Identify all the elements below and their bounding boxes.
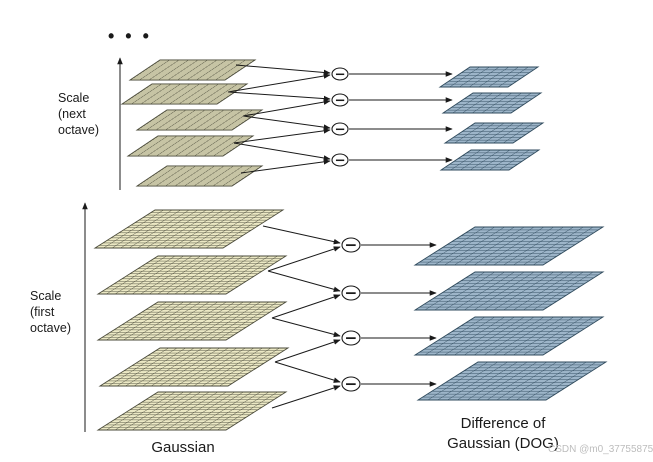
dog-plane-first-4 (416, 361, 608, 401)
arrow-g-to-minus-next-2b (242, 99, 331, 117)
watermark: CSDN @m0_37755875 (548, 444, 653, 455)
gaussian-plane-first-1 (93, 209, 285, 249)
scale-next-octave-label: Scale (next octave) (58, 91, 99, 137)
minus-operator-next-1: − (331, 67, 349, 83)
dog-label: Difference of Gaussian (DOG) (447, 415, 559, 452)
arrow-g-to-minus-first-1a (262, 225, 341, 245)
arrow-g-to-minus-first-2b (271, 294, 341, 319)
dog-plane-first-1 (413, 226, 605, 266)
gaussian-plane-first-4 (98, 347, 290, 387)
dog-plane-next-1 (438, 66, 540, 88)
minus-operator-next-2: − (331, 93, 349, 109)
minus-symbol: − (345, 236, 358, 254)
minus-symbol: − (345, 329, 358, 347)
dog-plane-first-2 (413, 271, 605, 311)
gaussian-plane-first-2 (96, 255, 288, 295)
dog-plane-next-3 (443, 122, 545, 144)
minus-operator-first-3: − (341, 329, 361, 347)
arrow-g-to-minus-first-3b (274, 339, 341, 363)
arrow-g-to-minus-first-1b (267, 246, 341, 272)
arrow-g-to-minus-next-4b (240, 159, 331, 174)
arrow-g-to-minus-next-2a (227, 91, 331, 102)
ellipsis-dots: • • • (108, 26, 152, 46)
arrow-g-to-minus-next-3b (233, 128, 331, 144)
gaussian-plane-first-3 (96, 301, 288, 341)
minus-operator-first-4: − (341, 375, 361, 393)
gaussian-plane-next-4 (126, 135, 255, 157)
gaussian-plane-next-5 (135, 165, 264, 187)
minus-operator-next-3: − (331, 122, 349, 138)
scale-first-octave-label: Scale (first octave) (30, 289, 71, 335)
arrow-g-to-minus-first-2a (267, 270, 341, 293)
minus-symbol: − (334, 154, 345, 169)
arrow-g-to-minus-first-3a (271, 317, 341, 338)
dog-plane-next-2 (441, 92, 543, 114)
dog-plane-first-3 (413, 316, 605, 356)
minus-operator-next-4: − (331, 153, 349, 169)
gaussian-plane-first-5 (96, 391, 288, 431)
gaussian-label: Gaussian (151, 439, 215, 456)
arrow-g-to-minus-next-4a (233, 142, 331, 161)
arrow-g-to-minus-first-4a (274, 361, 341, 383)
arrow-g-to-minus-next-1a (235, 64, 331, 76)
gaussian-plane-next-2 (120, 83, 249, 105)
gaussian-plane-next-1 (128, 59, 257, 81)
minus-symbol: − (345, 284, 358, 302)
arrow-g-to-minus-first-4b (271, 385, 341, 409)
arrow-g-to-minus-next-3a (242, 115, 331, 130)
minus-symbol: − (345, 375, 358, 393)
minus-operator-first-1: − (341, 236, 361, 254)
minus-symbol: − (334, 123, 345, 138)
minus-symbol: − (334, 94, 345, 109)
minus-symbol: − (334, 68, 345, 83)
gaussian-plane-next-3 (135, 109, 264, 131)
dog-plane-next-4 (439, 149, 541, 171)
arrow-g-to-minus-next-1b (227, 73, 331, 93)
minus-operator-first-2: − (341, 284, 361, 302)
